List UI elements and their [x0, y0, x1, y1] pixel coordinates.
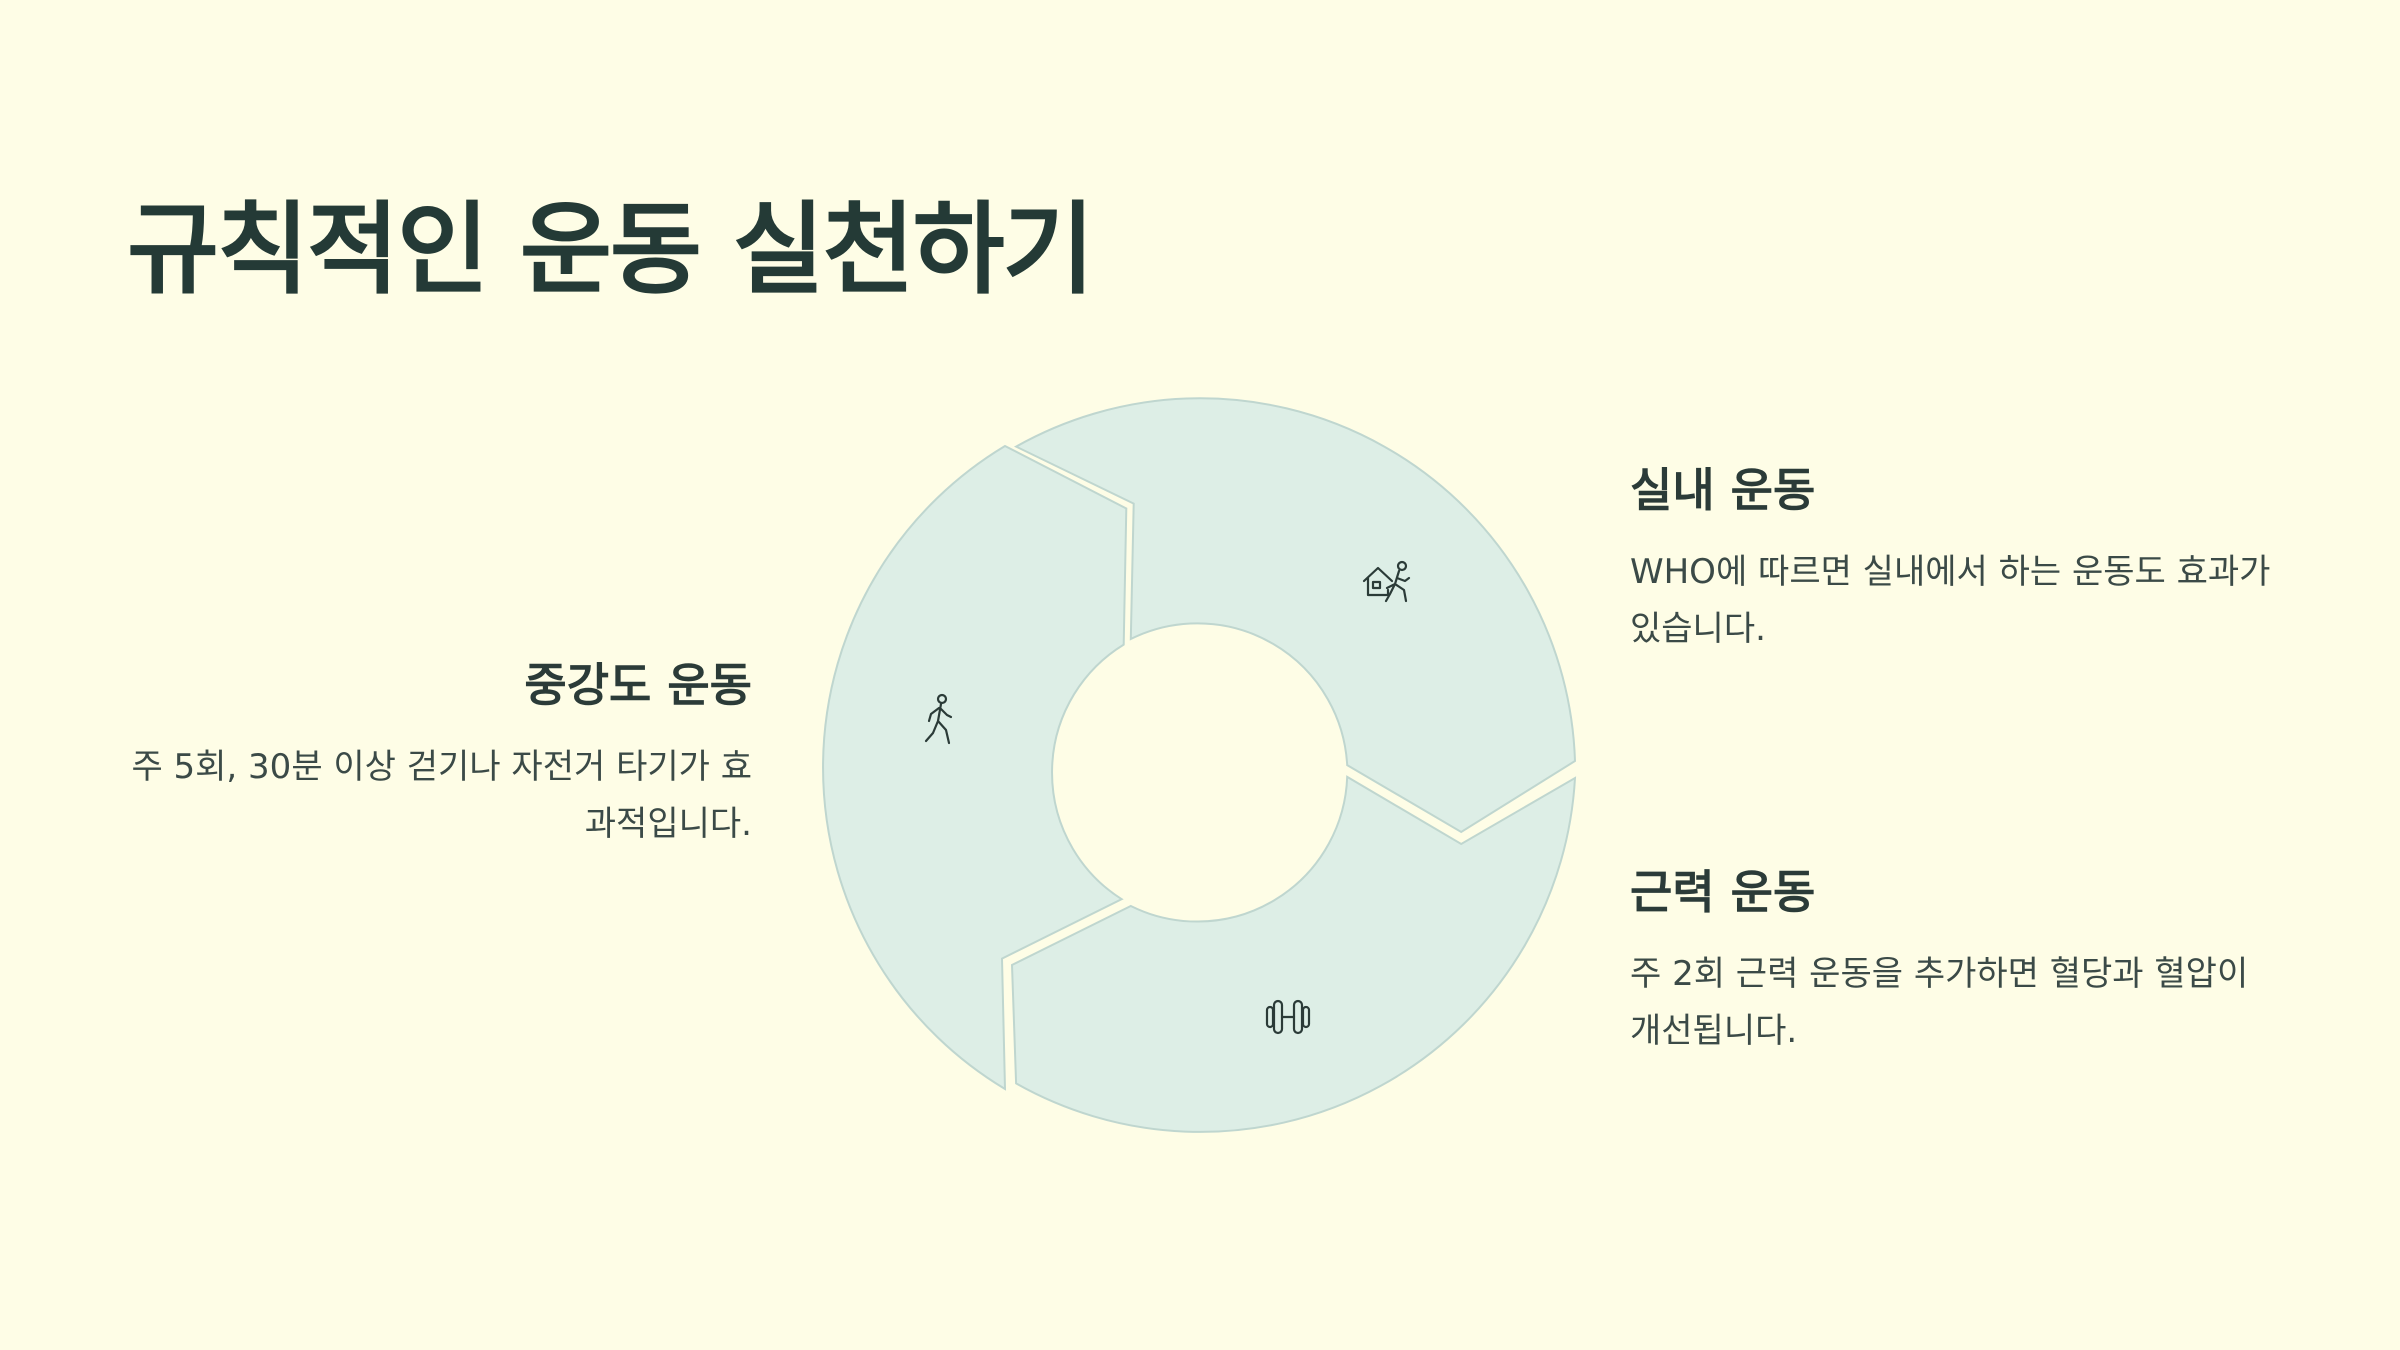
- segment-strength: [1010, 775, 1577, 1133]
- cycle-diagram: [820, 385, 1580, 1145]
- heading-moderate-exercise: 중강도 운동: [524, 658, 752, 712]
- description-moderate-exercise: 주 5회, 30분 이상 걷기나 자전거 타기가 효과적입니다.: [131, 747, 752, 845]
- heading-indoor-exercise: 실내 운동: [1630, 463, 1816, 517]
- home-exercise-icon: [1362, 560, 1411, 603]
- segment-moderate: [822, 444, 1128, 1091]
- cycle-diagram-svg: [822, 397, 1577, 1133]
- label-indoor-exercise: 실내 운동 WHO에 따르면 실내에서 하는 운동도 효과가 있습니다.: [1630, 463, 2290, 658]
- segment-indoor: [1013, 397, 1577, 834]
- page-title: 규칙적인 운동 실천하기: [127, 191, 1095, 308]
- description-indoor-exercise: WHO에 따르면 실내에서 하는 운동도 효과가 있습니다.: [1630, 552, 2271, 650]
- description-strength-exercise: 주 2회 근력 운동을 추가하면 혈당과 혈압이 개선됩니다.: [1630, 954, 2249, 1052]
- walking-person-icon: [924, 693, 953, 745]
- heading-strength-exercise: 근력 운동: [1630, 865, 1816, 919]
- dumbbell-icon: [1265, 999, 1311, 1035]
- label-strength-exercise: 근력 운동 주 2회 근력 운동을 추가하면 혈당과 혈압이 개선됩니다.: [1630, 865, 2290, 1060]
- label-moderate-exercise: 중강도 운동 주 5회, 30분 이상 걷기나 자전거 타기가 효과적입니다.: [112, 658, 752, 853]
